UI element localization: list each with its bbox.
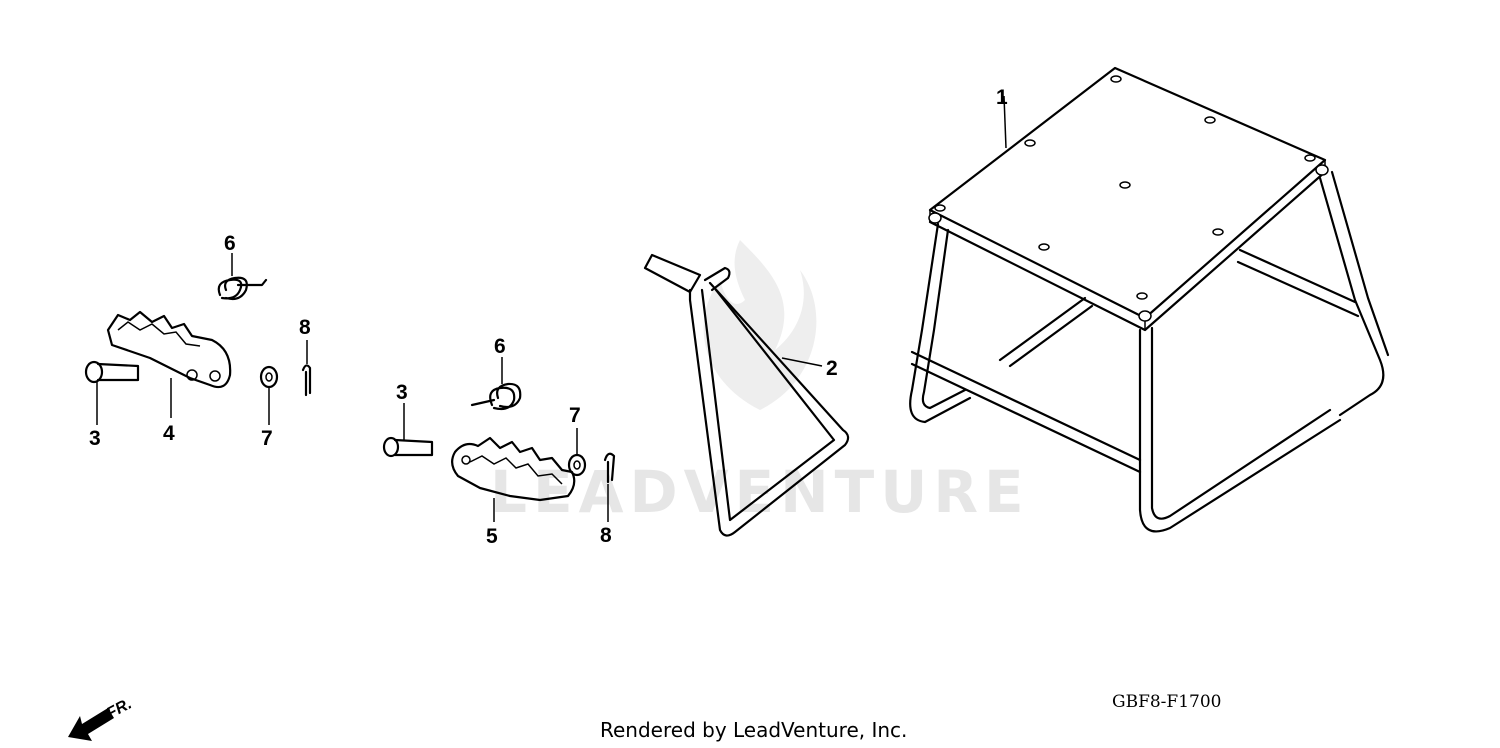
watermark-flame-icon <box>703 240 817 410</box>
cotter-right <box>603 452 616 484</box>
front-arrow-icon <box>68 708 114 741</box>
spring-left <box>217 276 268 301</box>
cotter-left <box>301 364 312 397</box>
footpeg-right <box>451 436 576 502</box>
washer-left <box>259 365 279 389</box>
footpeg-left <box>106 310 232 389</box>
callout-6-right: 6 <box>494 335 506 358</box>
spring-right <box>470 382 522 411</box>
watermark: LEADVENTURE <box>490 240 1024 526</box>
callout-8-left: 8 <box>299 316 311 339</box>
callout-2: 2 <box>826 357 838 380</box>
callout-4: 4 <box>163 422 175 445</box>
callout-7-left: 7 <box>261 427 273 450</box>
callout-3-right: 3 <box>396 381 408 404</box>
credit-line: Rendered by LeadVenture, Inc. <box>600 718 907 742</box>
pin-right <box>382 436 434 458</box>
callout-8-right: 8 <box>600 524 612 547</box>
pin-left <box>84 360 140 384</box>
part-group-left-footpeg: 6 4 3 7 8 <box>84 232 312 450</box>
callout-1: 1 <box>996 86 1008 109</box>
part-group-right-footpeg: 6 5 3 7 8 <box>382 335 616 548</box>
part-stand: 1 <box>909 66 1390 533</box>
washer-right <box>567 453 587 477</box>
callout-6-left: 6 <box>224 232 236 255</box>
callout-5: 5 <box>486 525 498 548</box>
front-direction-indicator: FR. <box>68 695 135 741</box>
part-triangle-stand: 2 <box>643 253 850 537</box>
diagram-code: GBF8-F1700 <box>1112 692 1222 712</box>
callout-7-right: 7 <box>569 404 581 427</box>
callout-3-left: 3 <box>89 427 101 450</box>
